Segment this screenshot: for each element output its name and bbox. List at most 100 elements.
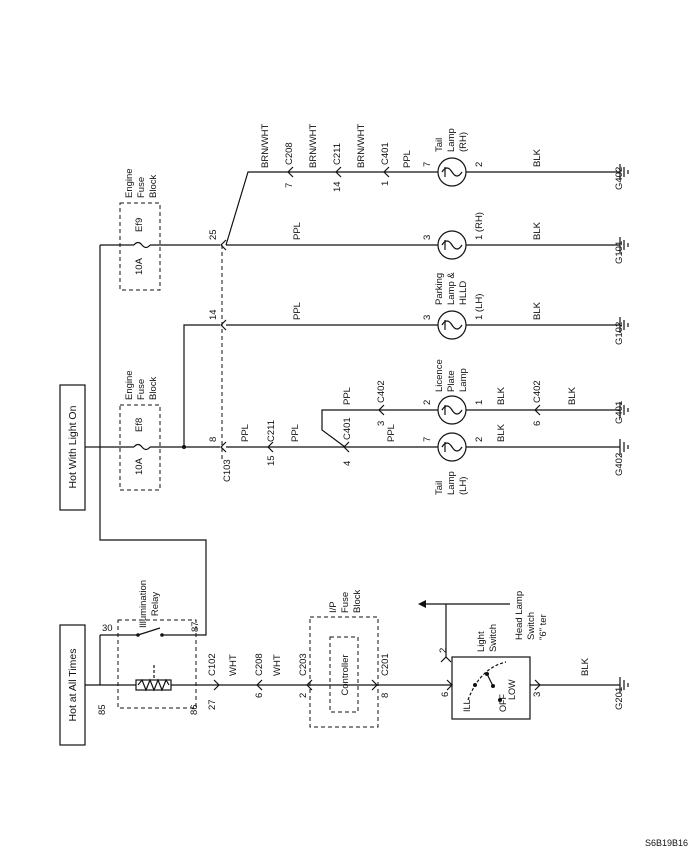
svg-text:3: 3 <box>376 421 387 426</box>
switch-pos-off: OFF <box>498 694 508 712</box>
relay-name-line2: Relay <box>150 592 161 617</box>
switch-note-3: "6" ter <box>538 614 549 640</box>
fuse-ef9-block-3: Block <box>148 175 159 198</box>
fuse-ef8-rating: 10A <box>134 457 145 475</box>
fuse-ef8-block-2: Fuse <box>136 379 147 400</box>
wire-brn-wht <box>225 171 620 246</box>
lamp-tail-lh-n1: Tail <box>434 481 445 495</box>
connector-c402-b: C402 6 <box>532 380 543 426</box>
wire-label-wht-2: WHT <box>272 654 283 676</box>
lamp-parking-n1: Parking <box>434 273 445 305</box>
connector-c201: C201 <box>380 653 391 676</box>
switch-name-2: Switch <box>488 624 499 652</box>
lamp-licence-n1: Licence <box>434 359 445 392</box>
lamp-parking-n3: HLLD <box>458 281 469 305</box>
wire-light-on-feed <box>99 245 207 636</box>
wire-label-wht-1: WHT <box>228 654 239 676</box>
lamp-tail-lh-n2: Lamp <box>446 471 457 495</box>
svg-text:1 (LH): 1 (LH) <box>474 294 485 320</box>
relay-pin-30: 30 <box>102 623 113 634</box>
fuse-ef9-name: Ef9 <box>134 218 145 232</box>
wire-label-blk-tail-lh: BLK <box>496 423 507 442</box>
hot-with-light-on-box: Hot With Light On <box>59 384 86 511</box>
wire-label-blk-switch: BLK <box>580 657 591 676</box>
ground-g201: G201 <box>614 677 629 710</box>
pin-25: 25 <box>208 229 219 240</box>
hot-with-light-on-label: Hot With Light On <box>67 405 79 488</box>
svg-text:7: 7 <box>422 162 433 167</box>
wire-label-ppl-1: PPL <box>240 424 251 442</box>
svg-text:G201: G201 <box>614 687 625 710</box>
relay-pin-86: 86 <box>189 704 200 715</box>
svg-text:2: 2 <box>298 693 309 698</box>
wire-label-ppl-5: PPL <box>292 302 303 320</box>
switch-pos-ill: ILL <box>462 699 472 712</box>
svg-text:6: 6 <box>440 692 451 697</box>
svg-text:7: 7 <box>284 183 295 188</box>
svg-text:3: 3 <box>532 692 543 697</box>
pin-8: 8 <box>208 437 219 442</box>
connector-c208-b: C208 7 <box>284 142 295 188</box>
svg-text:4: 4 <box>342 461 353 466</box>
ip-fuse-name-2: Fuse <box>340 592 351 613</box>
fuse-ef9-block-1: Engine <box>124 168 135 198</box>
lamp-parking-rh: 3 1 (RH) <box>422 212 485 260</box>
svg-text:G101: G101 <box>614 241 625 264</box>
connector-c402-a: C402 3 <box>376 380 387 426</box>
ground-g401: G401 <box>614 401 629 424</box>
wire-label-brnwht-1: BRN/WHT <box>260 123 271 168</box>
pin-14: 14 <box>208 309 219 320</box>
connector-c211-a: C211 15 <box>266 420 277 466</box>
svg-text:C401: C401 <box>380 142 391 165</box>
lamp-licence-n3: Lamp <box>458 368 469 392</box>
svg-text:2: 2 <box>474 437 485 442</box>
svg-text:G402: G402 <box>614 167 625 190</box>
lamp-tail-lh: 7 2 Tail Lamp (LH) <box>422 432 485 495</box>
figure-code: S6B19B16 <box>645 838 688 848</box>
relay-name-line1: Illumination <box>138 580 149 628</box>
wire-label-brnwht-3: BRN/WHT <box>356 123 367 168</box>
illumination-relay: 30 87 85 86 Illumination Relay <box>85 580 201 715</box>
ground-g102: G102 <box>614 317 629 345</box>
wire-label-blk-parking-rh: BLK <box>532 221 543 240</box>
fuse-ef8-name: Ef8 <box>134 418 145 432</box>
fuse-ef8-block-1: Engine <box>124 370 135 400</box>
lamp-tail-rh-n1: Tail <box>434 138 445 152</box>
switch-pos-low: LOW <box>507 679 517 700</box>
svg-text:C401: C401 <box>342 417 353 440</box>
svg-text:C402: C402 <box>532 380 543 403</box>
svg-text:C211: C211 <box>266 420 277 442</box>
lamp-parking-n2: Lamp & <box>446 272 457 305</box>
light-switch: 6 2 ILL LOW OFF Light Switch Head Lamp S… <box>418 591 549 720</box>
relay-pin-87: 87 <box>190 621 201 632</box>
lamp-licence-n2: Plate <box>446 370 457 392</box>
svg-text:G402: G402 <box>614 453 625 476</box>
svg-text:2: 2 <box>438 648 449 653</box>
ground-g402-a: G402 <box>614 439 629 476</box>
connector-c208: C208 6 <box>254 653 265 698</box>
wire-label-ppl-7: PPL <box>402 150 413 168</box>
switch-note-1: Head Lamp <box>514 591 525 640</box>
ip-fuse-name-3: Block <box>352 590 363 613</box>
svg-text:1 (RH): 1 (RH) <box>474 212 485 240</box>
ip-fuse-name-1: I/P <box>328 601 339 613</box>
hot-at-all-times-label: Hot at All Times <box>67 649 79 722</box>
wire-label-ppl-6: PPL <box>292 222 303 240</box>
lamp-tail-rh: 7 2 Tail Lamp (RH) <box>422 128 485 187</box>
lamp-parking-lh: 3 1 (LH) Parking Lamp & HLLD <box>422 272 485 340</box>
fuse-ef8-block-3: Block <box>148 377 159 400</box>
relay-pin-85: 85 <box>97 704 108 715</box>
svg-text:14: 14 <box>332 181 343 192</box>
svg-text:G102: G102 <box>614 322 625 345</box>
wire-label-ppl-2: PPL <box>290 424 301 442</box>
svg-text:G401: G401 <box>614 401 625 424</box>
svg-text:C211: C211 <box>332 143 343 165</box>
svg-text:2: 2 <box>474 162 485 167</box>
wire-label-blk-licence-2: BLK <box>567 386 578 405</box>
svg-text:C208: C208 <box>284 142 295 165</box>
lamp-licence-plate: 2 1 Licence Plate Lamp <box>422 359 485 425</box>
fuse-ef9-rating: 10A <box>134 257 145 275</box>
wire-branch-licence <box>321 409 380 448</box>
